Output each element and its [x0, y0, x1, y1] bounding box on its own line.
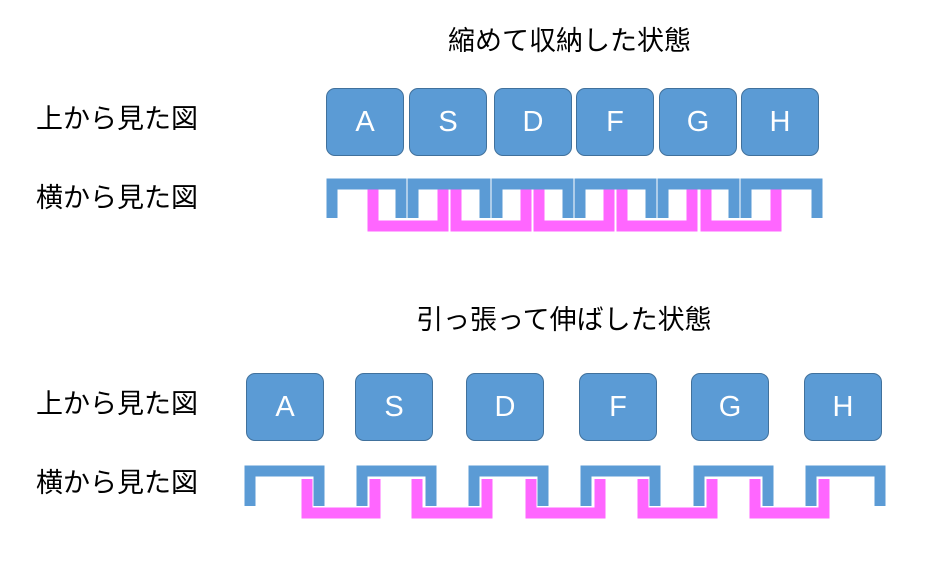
key-a: A [246, 373, 324, 441]
compressed-linkage [326, 178, 823, 232]
extended-top-view-label: 上から見た図 [36, 389, 198, 420]
compressed-pink-strip [367, 189, 782, 232]
extended-pink-strip [301, 479, 830, 519]
extended-side-view-label: 横から見た図 [36, 468, 198, 499]
key-h: H [804, 373, 882, 441]
key-a: A [326, 88, 404, 156]
extended-title: 引っ張って伸ばした状態 [416, 305, 712, 336]
key-s: S [355, 373, 433, 441]
key-f: F [576, 88, 654, 156]
compressed-title: 縮めて収納した状態 [448, 26, 691, 57]
key-f: F [579, 373, 657, 441]
compressed-side-view-label: 横から見た図 [36, 183, 198, 214]
key-g: G [659, 88, 737, 156]
key-g: G [691, 373, 769, 441]
extended-linkage [244, 465, 886, 519]
extended-blue-strip [244, 465, 886, 506]
compressed-top-view-label: 上から見た図 [36, 104, 198, 135]
key-d: D [494, 88, 572, 156]
key-s: S [409, 88, 487, 156]
compressed-blue-strip [326, 178, 823, 218]
key-d: D [466, 373, 544, 441]
key-h: H [741, 88, 819, 156]
